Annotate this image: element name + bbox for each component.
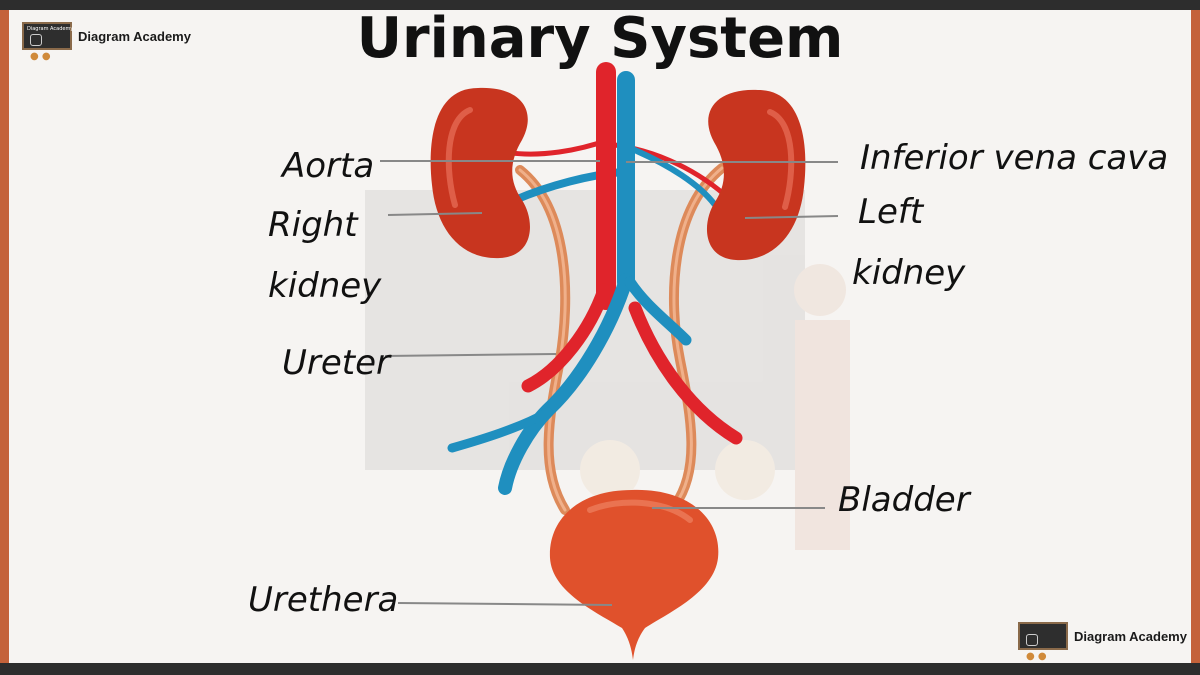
hexagon-icon — [1026, 634, 1038, 646]
chalkboard-icon: Diagram Academy ● ● — [22, 22, 72, 50]
label-ureter: Ureter — [282, 343, 390, 383]
board-text: Diagram Academy — [27, 26, 73, 32]
chalkboard-icon: ● ● — [1018, 622, 1068, 650]
watermark-teacher-head — [794, 264, 846, 316]
label-right-kidney-line2: kidney — [268, 266, 381, 306]
bladder-organ — [550, 490, 718, 660]
students-icon: ● ● — [1026, 652, 1047, 662]
label-aorta: Aorta — [282, 146, 374, 186]
label-inferior-vena-cava: Inferior vena cava — [860, 138, 1168, 178]
label-left-kidney-line2: kidney — [852, 253, 965, 293]
label-left-kidney-line1: Left — [858, 192, 923, 232]
brand-logo-bottom: ● ● Diagram Academy — [1018, 622, 1187, 650]
brand-logo-top: Diagram Academy ● ● Diagram Academy — [22, 22, 191, 50]
brand-name: Diagram Academy — [1074, 629, 1187, 644]
label-bladder: Bladder — [838, 480, 970, 520]
label-urethera: Urethera — [248, 580, 398, 620]
label-right-kidney-line1: Right — [268, 205, 358, 245]
hexagon-icon — [30, 34, 42, 46]
watermark-student-head-2 — [715, 440, 775, 500]
students-icon: ● ● — [30, 52, 51, 62]
brand-name: Diagram Academy — [78, 29, 191, 44]
urethera-leader-line — [398, 603, 612, 605]
